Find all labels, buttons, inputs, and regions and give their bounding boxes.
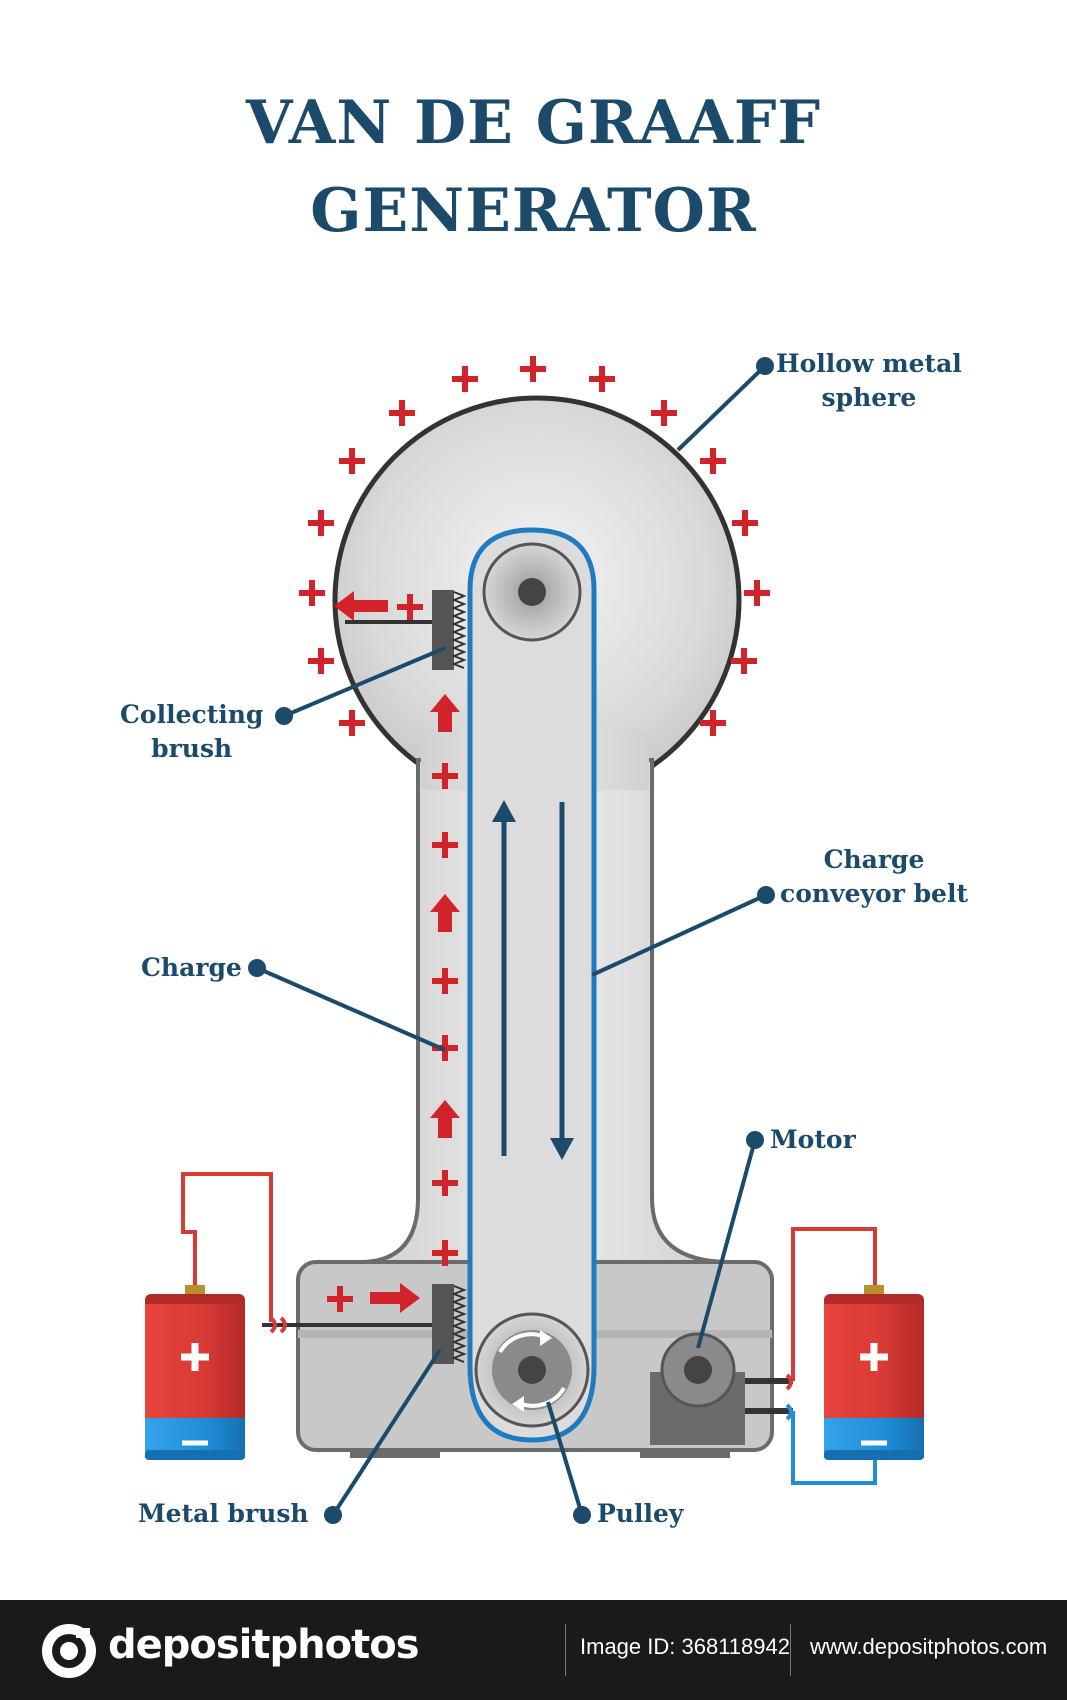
label-collecting-brush: Collecting brush [120, 698, 263, 766]
top-pulley [482, 542, 582, 642]
label-belt-line-1: Charge [823, 845, 925, 874]
footer-separator [790, 1624, 791, 1676]
label-hollow-metal-sphere: Hollow metal sphere [776, 347, 962, 415]
footer-image-id: Image ID: 368118942 [580, 1634, 790, 1659]
label-sphere-line-1: Hollow metal [776, 349, 962, 378]
title-line-2: GENERATOR [310, 176, 757, 246]
bottom-pulley [474, 1312, 590, 1428]
label-collecting-line-1: Collecting [120, 700, 264, 729]
motor [650, 1332, 793, 1445]
left-battery [145, 1172, 287, 1460]
label-charge-conveyor-belt: Charge conveyor belt [780, 843, 968, 911]
footer-bar: depositphotos Image ID: 368118942 www.de… [0, 1600, 1067, 1700]
leader-lines [248, 357, 775, 1524]
footer-brand: depositphotos [108, 1622, 420, 1668]
metal-brush-shape [262, 1284, 467, 1364]
label-sphere-line-2: sphere [821, 383, 917, 412]
right-battery [785, 1227, 924, 1485]
title-line-1: VAN DE GRAAFF [245, 88, 822, 158]
brush-charges [327, 591, 423, 1313]
label-belt-line-2: conveyor belt [780, 879, 969, 908]
label-collecting-line-2: brush [151, 734, 233, 763]
label-charge: Charge [141, 953, 242, 982]
label-pulley: Pulley [597, 1499, 684, 1528]
depositphotos-logo-icon [42, 1624, 96, 1678]
label-metal-brush: Metal brush [138, 1499, 309, 1528]
van-de-graaff-illustration [145, 356, 924, 1524]
conveyor-belt [467, 527, 597, 1443]
sphere-charges [299, 356, 770, 736]
footer-separator [565, 1624, 566, 1676]
footer-site-link[interactable]: www.depositphotos.com [810, 1634, 1048, 1659]
label-motor: Motor [770, 1125, 856, 1154]
